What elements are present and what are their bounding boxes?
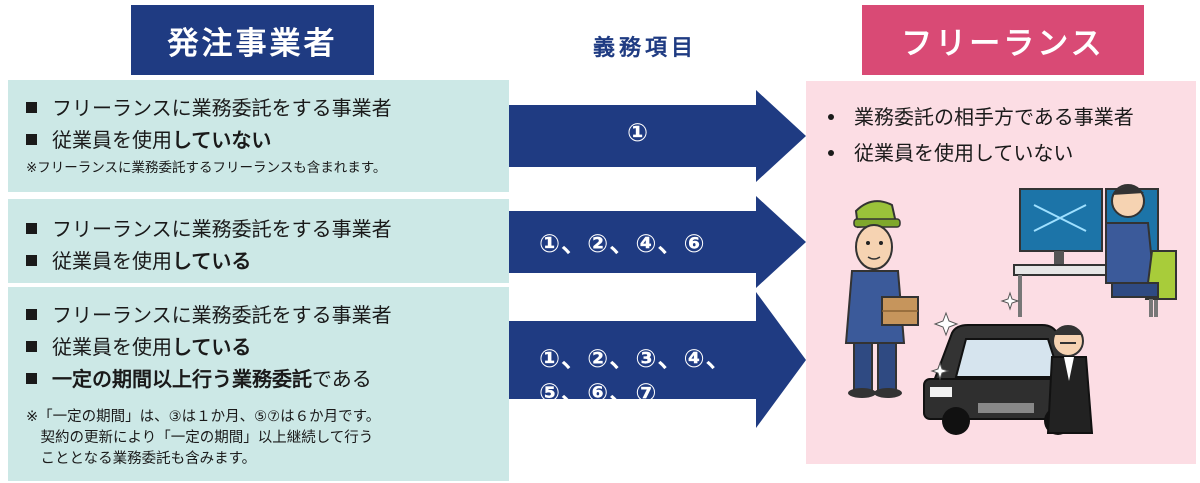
obligation-label: ①、②、③、④、: [539, 344, 732, 373]
freelance-panel: 業務委託の相手方である事業者 従業員を使用していない: [806, 81, 1196, 464]
condition-item: 従業員を使用している: [26, 331, 509, 363]
obligation-label: ①: [627, 118, 650, 147]
driver-with-car-icon: [923, 291, 1094, 435]
condition-item: フリーランスに業務委託をする事業者: [26, 92, 509, 124]
condition-item: フリーランスに業務委託をする事業者: [26, 213, 509, 245]
obligation-arrow-2: ①、②、④、⑥: [509, 196, 806, 288]
condition-note: ※フリーランスに業務委託するフリーランスも含まれます。: [26, 160, 387, 176]
obligation-label: ⑤、⑥、⑦: [539, 378, 658, 407]
condition-item: 従業員を使用していない: [26, 124, 509, 156]
freelance-header: フリーランス: [862, 5, 1144, 75]
client-business-header: 発注事業者: [131, 5, 374, 75]
obligation-arrow-1: ①: [509, 90, 806, 182]
client-condition-box-1: フリーランスに業務委託をする事業者 従業員を使用していない ※フリーランスに業務…: [8, 80, 509, 192]
client-condition-box-3: フリーランスに業務委託をする事業者 従業員を使用している 一定の期間以上行う業務…: [8, 287, 509, 481]
obligation-arrow-3: ①、②、③、④、 ⑤、⑥、⑦: [509, 292, 806, 428]
condition-item: フリーランスに業務委託をする事業者: [26, 299, 509, 331]
client-condition-box-2: フリーランスに業務委託をする事業者 従業員を使用している: [8, 199, 509, 283]
condition-note: ※「一定の期間」は、③は１か月、⑤⑦は６か月です。 契約の更新により「一定の期間…: [26, 409, 381, 467]
freelance-bullet: 業務委託の相手方である事業者: [828, 101, 1134, 130]
computer-worker-icon: [1013, 184, 1177, 317]
obligations-header: 義務項目: [592, 36, 697, 61]
condition-item: 従業員を使用している: [26, 245, 509, 277]
obligation-label: ①、②、④、⑥: [539, 229, 706, 258]
delivery-worker-icon: [844, 200, 919, 398]
condition-item: 一定の期間以上行う業務委託である: [26, 363, 509, 395]
freelance-bullet: 従業員を使用していない: [828, 137, 1073, 166]
